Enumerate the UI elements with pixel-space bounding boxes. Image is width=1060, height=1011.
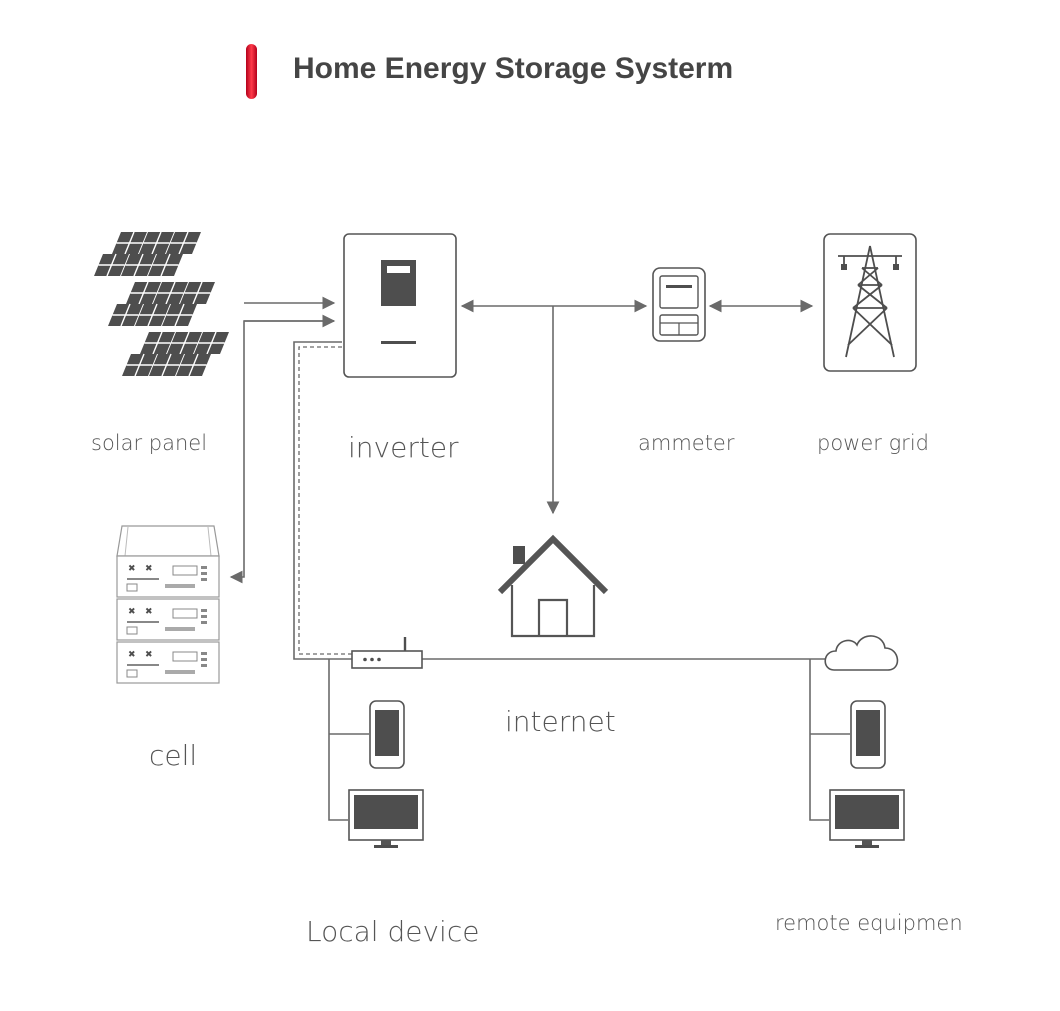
power-grid-label: power grid (817, 431, 929, 455)
inverter-icon (343, 233, 457, 378)
remote-devices-line (809, 659, 829, 821)
smartphone-icon (850, 700, 886, 769)
monitor-icon (829, 789, 905, 848)
local-device-label: Local device (306, 915, 480, 948)
local-devices-line (328, 659, 348, 821)
inverter-router-dashed-line (298, 346, 352, 655)
smartphone-icon (369, 700, 405, 769)
inverter-label: inverter (348, 431, 459, 464)
cloud-icon (824, 635, 899, 671)
solar-panel-icon (93, 231, 230, 377)
svg-text:✖: ✖ (128, 564, 136, 574)
inverter-to-cell-arrow (229, 320, 334, 584)
battery-cell-icon: ✖ ✖ (116, 525, 220, 684)
power-grid-icon (823, 233, 917, 372)
router-icon (351, 637, 423, 669)
monitor-icon (348, 789, 424, 848)
title-accent-bar (246, 44, 257, 99)
ammeter-icon (652, 267, 706, 342)
connection-lines (229, 296, 850, 821)
ammeter-label: ammeter (638, 431, 735, 455)
inverter-router-line (293, 341, 352, 660)
page-title: Home Energy Storage Systerm (293, 52, 734, 85)
house-icon (497, 534, 609, 638)
solar-panel-label: solar panel (91, 431, 208, 455)
internet-label: internet (505, 705, 616, 738)
remote-equipment-label: remote equipmen (775, 911, 963, 935)
cell-label: cell (149, 739, 198, 772)
svg-text:✖: ✖ (145, 564, 153, 574)
